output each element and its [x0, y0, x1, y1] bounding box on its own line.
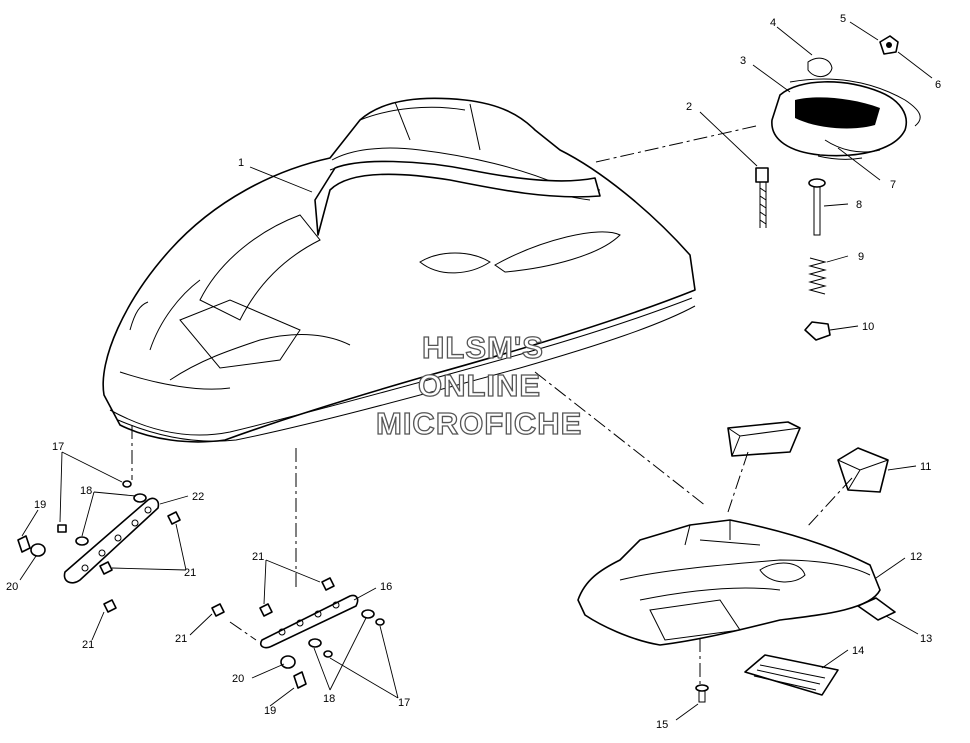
pin-8 [808, 178, 826, 236]
alignment-lines [131, 125, 853, 685]
callout-17-center: 17 [398, 697, 410, 709]
foam-block-11 [837, 447, 889, 493]
callout-11: 11 [920, 461, 931, 473]
spring-9 [808, 257, 827, 295]
callout-7: 7 [890, 179, 896, 191]
callout-3: 3 [740, 55, 746, 67]
knob-10 [804, 321, 831, 341]
callout-21-center-top: 21 [252, 551, 264, 563]
callout-20-left: 20 [6, 581, 18, 593]
callout-20-center: 20 [232, 673, 244, 685]
callout-18-left: 18 [80, 485, 92, 497]
callout-9: 9 [858, 251, 864, 263]
watermark: HLSM'S ONLINE MICROFICHE [375, 329, 582, 441]
callout-12: 12 [910, 551, 922, 563]
callout-19-left: 19 [34, 499, 46, 511]
bolt-15 [695, 684, 709, 703]
bolt-2 [755, 167, 769, 228]
bracket-16 [259, 594, 359, 649]
center-hardware [211, 577, 385, 689]
callout-10: 10 [862, 321, 874, 333]
headlight-assembly [771, 35, 921, 160]
callout-labels: 1 2 3 4 5 6 7 8 9 10 11 12 13 14 15 16 1… [6, 13, 941, 731]
callout-13: 13 [920, 633, 932, 645]
watermark-line-3: MICROFICHE [376, 406, 582, 441]
callout-21-left-right: 21 [184, 567, 196, 579]
callout-8: 8 [856, 199, 862, 211]
callout-19-center: 19 [264, 705, 276, 717]
foam-block-a [727, 421, 801, 457]
screen-14 [744, 654, 839, 696]
watermark-line-1: HLSM'S [422, 330, 544, 365]
callout-5: 5 [840, 13, 846, 25]
watermark-line-2: ONLINE [418, 368, 541, 403]
callout-1: 1 [238, 157, 244, 169]
callout-18-center: 18 [323, 693, 335, 705]
belly-pan [577, 519, 881, 646]
callout-6: 6 [935, 79, 941, 91]
hood-assembly [102, 97, 696, 443]
callout-21-center-left: 21 [175, 633, 187, 645]
callout-16: 16 [380, 581, 392, 593]
callout-17-left: 17 [52, 441, 64, 453]
callout-2: 2 [686, 101, 692, 113]
leader-lines [19, 21, 933, 721]
callout-4: 4 [770, 17, 776, 29]
decal-13 [857, 597, 896, 621]
callout-22: 22 [192, 491, 204, 503]
callout-14: 14 [852, 645, 864, 657]
callout-21-left-bottom: 21 [82, 639, 94, 651]
callout-15: 15 [656, 719, 668, 731]
left-hardware [17, 480, 181, 613]
bracket-22 [63, 497, 160, 584]
